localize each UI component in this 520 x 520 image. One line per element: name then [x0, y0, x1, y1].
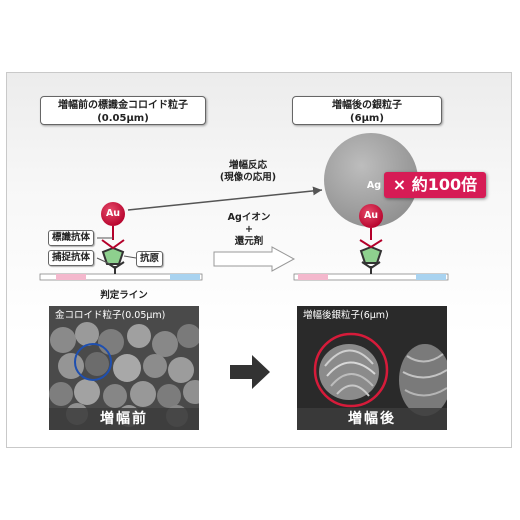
gold-particle-highlight: [74, 343, 112, 381]
left-title-line2: (0.05μm): [97, 113, 149, 124]
photo-before: 金コロイド粒子(0.05μm) 増幅前: [49, 306, 199, 430]
au-label-left: Au: [105, 208, 121, 219]
hollow-arrow: [213, 246, 296, 272]
capture-antibody-label: 捕捉抗体: [48, 250, 95, 266]
photo-after-caption: 増幅後銀粒子(6μm): [303, 310, 389, 321]
judgment-line-label: 判定ライン: [100, 290, 148, 301]
leader-antigen: [123, 255, 137, 259]
right-title-line2: (6μm): [350, 113, 384, 124]
ag-label: Ag: [366, 180, 382, 191]
au-label-right: Au: [363, 210, 379, 221]
left-antibody-complex: [101, 202, 125, 274]
dark-arrow: [230, 355, 270, 389]
photo-after: 増幅後銀粒子(6μm) 増幅後: [297, 306, 447, 430]
left-strip: [39, 273, 203, 281]
reagent-label-line2: +: [245, 224, 253, 235]
amplification-label-line1: 増幅反応: [228, 160, 267, 171]
silver-particle-highlight: [313, 332, 389, 408]
left-title-line1: 増幅前の標識金コロイド粒子: [58, 100, 188, 111]
amplification-arrow: [127, 186, 323, 211]
photo-before-caption: 金コロイド粒子(0.05μm): [55, 310, 166, 321]
amplification-label: 増幅反応 (現像の応用): [208, 160, 288, 184]
amplification-label-line2: (現像の応用): [219, 172, 277, 183]
antigen-label: 抗原: [136, 251, 164, 267]
right-antibody-complex: [359, 204, 383, 274]
right-title-box: 増幅後の銀粒子 (6μm): [292, 96, 442, 125]
labeled-antibody-label: 標識抗体: [48, 230, 95, 246]
reagent-label: Agイオン + 還元剤: [224, 212, 274, 248]
leader-capture-antibody: [96, 257, 111, 265]
right-title-line1: 増幅後の銀粒子: [332, 100, 402, 111]
silver-particle: [324, 133, 418, 227]
magnification-badge: × 約100倍: [384, 172, 486, 198]
photo-before-footer: 増幅前: [49, 408, 199, 430]
photo-after-footer: 増幅後: [297, 408, 447, 430]
reagent-label-line3: 還元剤: [234, 236, 264, 247]
left-title-box: 増幅前の標識金コロイド粒子 (0.05μm): [40, 96, 206, 125]
reagent-label-line1: Agイオン: [227, 212, 271, 223]
